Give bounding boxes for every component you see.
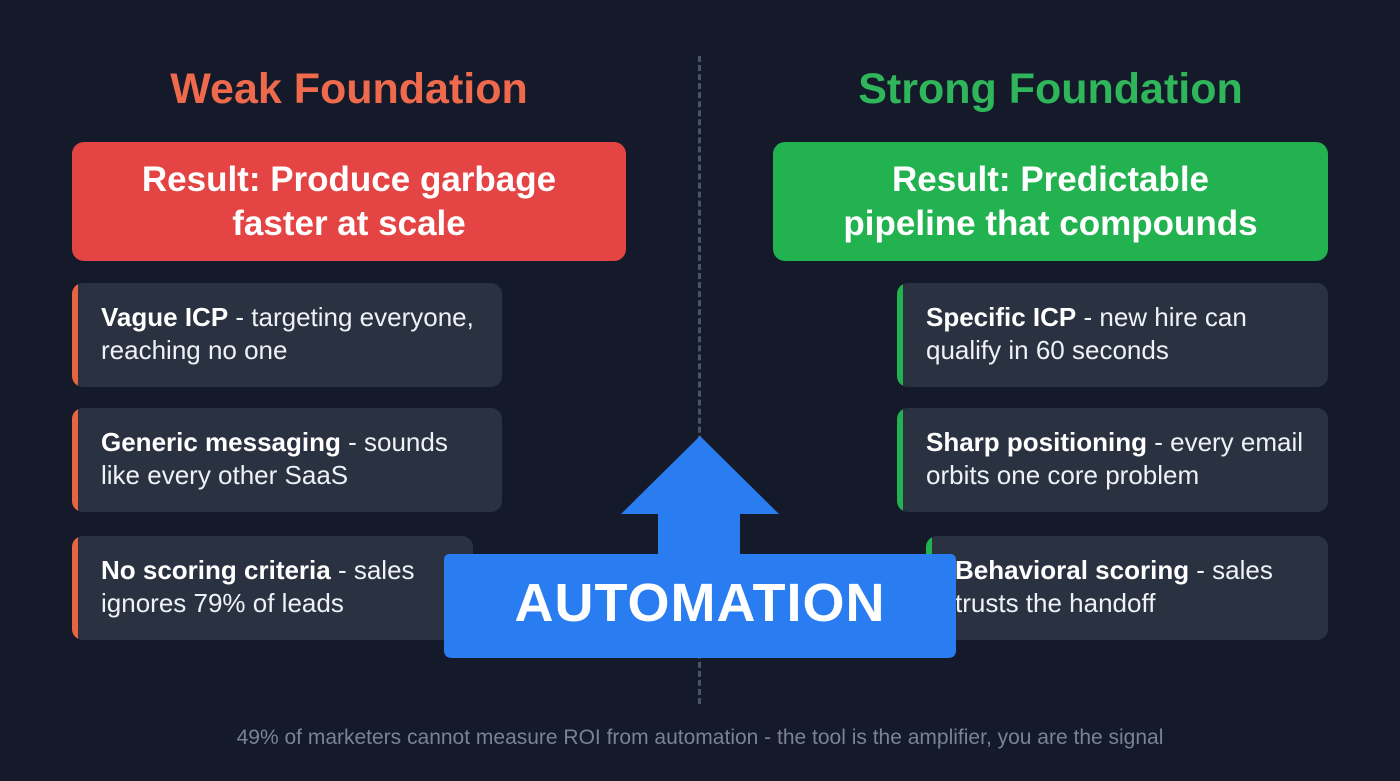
strong-card-text: - sales trusts the handoff bbox=[955, 555, 1273, 618]
strong-result-line-2: pipeline that compounds bbox=[843, 203, 1258, 243]
strong-card-title: Sharp positioning bbox=[926, 427, 1147, 457]
weak-card-title: No scoring criteria bbox=[101, 555, 331, 585]
weak-card-text: - targeting everyone, reaching no one bbox=[101, 302, 474, 365]
up-arrow-icon bbox=[444, 436, 956, 658]
automation-label: AUTOMATION bbox=[514, 573, 886, 633]
strong-card-text: - new hire can qualify in 60 seconds bbox=[926, 302, 1247, 365]
weak-result-box: Result: Produce garbage faster at scale bbox=[72, 142, 626, 261]
strong-card-title: Specific ICP bbox=[926, 302, 1077, 332]
weak-foundation-heading: Weak Foundation bbox=[170, 65, 528, 113]
strong-card-behavioral-scoring: Behavioral scoring - sales trusts the ha… bbox=[926, 536, 1328, 640]
strong-result-box: Result: Predictable pipeline that compou… bbox=[773, 142, 1328, 261]
weak-card-title: Generic messaging bbox=[101, 427, 341, 457]
weak-result-line-2: faster at scale bbox=[232, 203, 466, 243]
strong-foundation-heading: Strong Foundation bbox=[858, 65, 1243, 113]
weak-card-text: - sounds like every other SaaS bbox=[101, 427, 448, 490]
center-divider bbox=[698, 56, 701, 704]
weak-card-vague-icp: Vague ICP - targeting everyone, reaching… bbox=[72, 283, 502, 387]
strong-card-title: Behavioral scoring bbox=[955, 555, 1190, 585]
weak-card-title: Vague ICP bbox=[101, 302, 229, 332]
weak-card-no-scoring: No scoring criteria - sales ignores 79% … bbox=[72, 536, 473, 640]
weak-card-generic-messaging: Generic messaging - sounds like every ot… bbox=[72, 408, 502, 512]
footer-note: 49% of marketers cannot measure ROI from… bbox=[236, 726, 1164, 749]
strong-result-line-1: Result: Predictable bbox=[891, 159, 1210, 199]
strong-card-specific-icp: Specific ICP - new hire can qualify in 6… bbox=[897, 283, 1328, 387]
strong-card-sharp-positioning: Sharp positioning - every email orbits o… bbox=[897, 408, 1328, 512]
weak-card-text: - sales ignores 79% of leads bbox=[101, 555, 415, 618]
weak-result-line-1: Result: Produce garbage bbox=[141, 159, 557, 199]
strong-card-text: - every email orbits one core problem bbox=[926, 427, 1304, 490]
